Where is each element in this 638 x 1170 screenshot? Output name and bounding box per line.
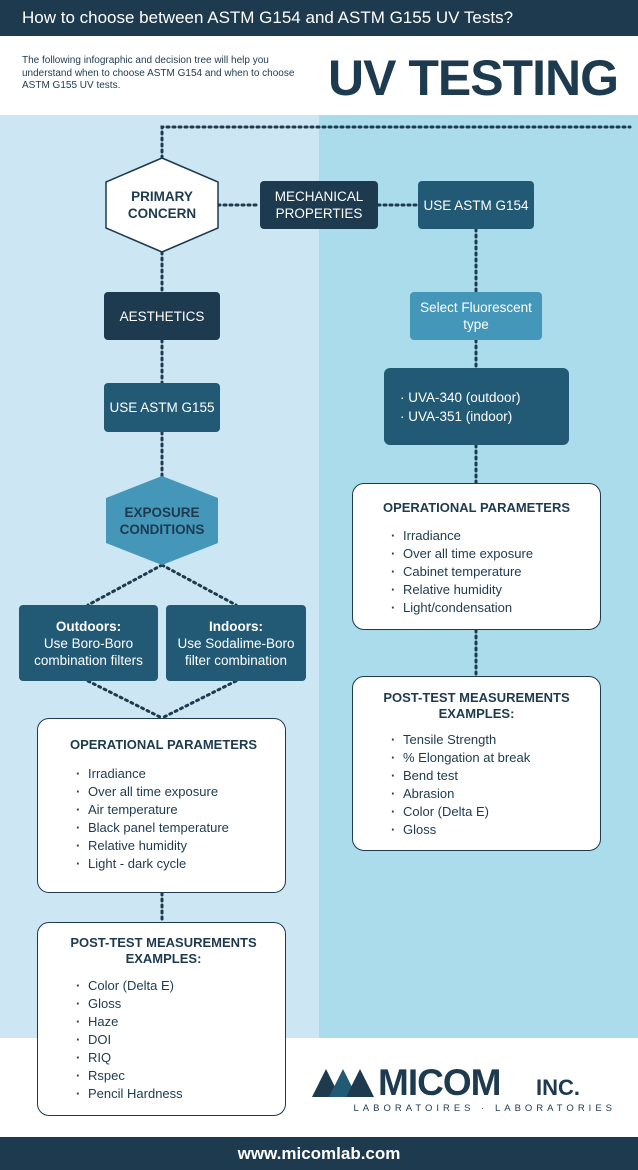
- primary-concern-hexagon: [105, 157, 219, 253]
- left-post-list: Color (Delta E) Gloss Haze DOI RIQ Rspec…: [76, 977, 277, 1103]
- uva-lamp-list: · UVA-340 (outdoor) · UVA-351 (indoor): [384, 368, 569, 445]
- list-item: Light/condensation: [391, 599, 588, 617]
- footer-bar: www.micomlab.com: [0, 1137, 638, 1170]
- logo-tagline: LABORATOIRES · LABORATORIES: [353, 1103, 616, 1114]
- list-item: Relative humidity: [391, 581, 588, 599]
- list-item: Relative humidity: [76, 837, 277, 855]
- intro-text: The following infographic and decision t…: [22, 55, 295, 91]
- list-item: Gloss: [391, 821, 588, 839]
- aesthetics-box: AESTHETICS: [104, 292, 220, 340]
- left-op-list: Irradiance Over all time exposure Air te…: [76, 765, 277, 873]
- exposure-conditions-hexagon: [106, 476, 218, 565]
- list-item: Pencil Hardness: [76, 1085, 277, 1103]
- list-item: Color (Delta E): [391, 803, 588, 821]
- indoors-title: Indoors:: [209, 619, 263, 634]
- left-op-title: OPERATIONAL PARAMETERS: [69, 737, 258, 752]
- use-astm-g155-box: USE ASTM G155: [104, 383, 220, 432]
- right-op-title: OPERATIONAL PARAMETERS: [382, 500, 571, 515]
- exposure-conditions-label: EXPOSURE CONDITIONS: [119, 504, 205, 537]
- left-operational-parameters-card: OPERATIONAL PARAMETERS Irradiance Over a…: [37, 718, 286, 893]
- indoors-text: Use Sodalime-Boro filter combination: [177, 636, 295, 668]
- website-link[interactable]: www.micomlab.com: [237, 1143, 401, 1163]
- connector-indoors-op: [160, 679, 238, 720]
- list-item: Tensile Strength: [391, 731, 588, 749]
- outdoors-title: Outdoors:: [55, 619, 122, 634]
- list-item: Over all time exposure: [76, 783, 277, 801]
- right-post-title: POST-TEST MEASUREMENTS EXAMPLES:: [383, 690, 570, 721]
- mechanical-properties-box: MECHANICAL PROPERTIES: [260, 181, 378, 229]
- micom-logo: MICOM INC. LABORATOIRES · LABORATORIES: [312, 1064, 616, 1116]
- left-post-test-card: POST-TEST MEASUREMENTS EXAMPLES: Color (…: [37, 922, 286, 1116]
- logo-name: MICOM: [378, 1062, 501, 1103]
- list-item: Gloss: [76, 995, 277, 1013]
- uva-340-item: · UVA-340 (outdoor): [400, 389, 521, 405]
- page-title: How to choose between ASTM G154 and ASTM…: [22, 8, 514, 27]
- connector-exposure-indoors: [160, 563, 238, 607]
- list-item: Air temperature: [76, 801, 277, 819]
- list-item: Irradiance: [76, 765, 277, 783]
- list-item: Rspec: [76, 1067, 277, 1085]
- list-item: Cabinet temperature: [391, 563, 588, 581]
- outdoors-text: Use Boro-Boro combination filters: [34, 636, 143, 668]
- connector-outdoors-op: [86, 679, 164, 720]
- list-item: Black panel temperature: [76, 819, 277, 837]
- list-item: Irradiance: [391, 527, 588, 545]
- logo-mark-icon: [312, 1069, 374, 1097]
- top-connector: [160, 125, 632, 160]
- right-post-list: Tensile Strength % Elongation at break B…: [391, 731, 588, 839]
- list-item: Light - dark cycle: [76, 855, 277, 873]
- list-item: Abrasion: [391, 785, 588, 803]
- list-item: % Elongation at break: [391, 749, 588, 767]
- right-operational-parameters-card: OPERATIONAL PARAMETERS Irradiance Over a…: [352, 483, 601, 630]
- list-item: Over all time exposure: [391, 545, 588, 563]
- list-item: Haze: [76, 1013, 277, 1031]
- uva-351-item: · UVA-351 (indoor): [400, 408, 513, 424]
- left-post-title: POST-TEST MEASUREMENTS EXAMPLES:: [70, 935, 257, 966]
- right-op-list: Irradiance Over all time exposure Cabine…: [391, 527, 588, 617]
- logo-suffix: INC.: [536, 1075, 580, 1100]
- right-post-test-card: POST-TEST MEASUREMENTS EXAMPLES: Tensile…: [352, 676, 601, 851]
- uv-testing-title: UV TESTING: [327, 50, 619, 106]
- list-item: Color (Delta E): [76, 977, 277, 995]
- select-fluorescent-box: Select Fluorescent type: [410, 292, 542, 340]
- list-item: Bend test: [391, 767, 588, 785]
- top-banner: How to choose between ASTM G154 and ASTM…: [0, 0, 638, 36]
- list-item: RIQ: [76, 1049, 277, 1067]
- use-astm-g154-box: USE ASTM G154: [418, 181, 534, 229]
- list-item: DOI: [76, 1031, 277, 1049]
- outdoors-box: Outdoors: Use Boro-Boro combination filt…: [19, 605, 158, 681]
- primary-concern-label: PRIMARY CONCERN: [127, 189, 197, 221]
- connector-exposure-outdoors: [86, 563, 164, 607]
- indoors-box: Indoors: Use Sodalime-Boro filter combin…: [166, 605, 306, 681]
